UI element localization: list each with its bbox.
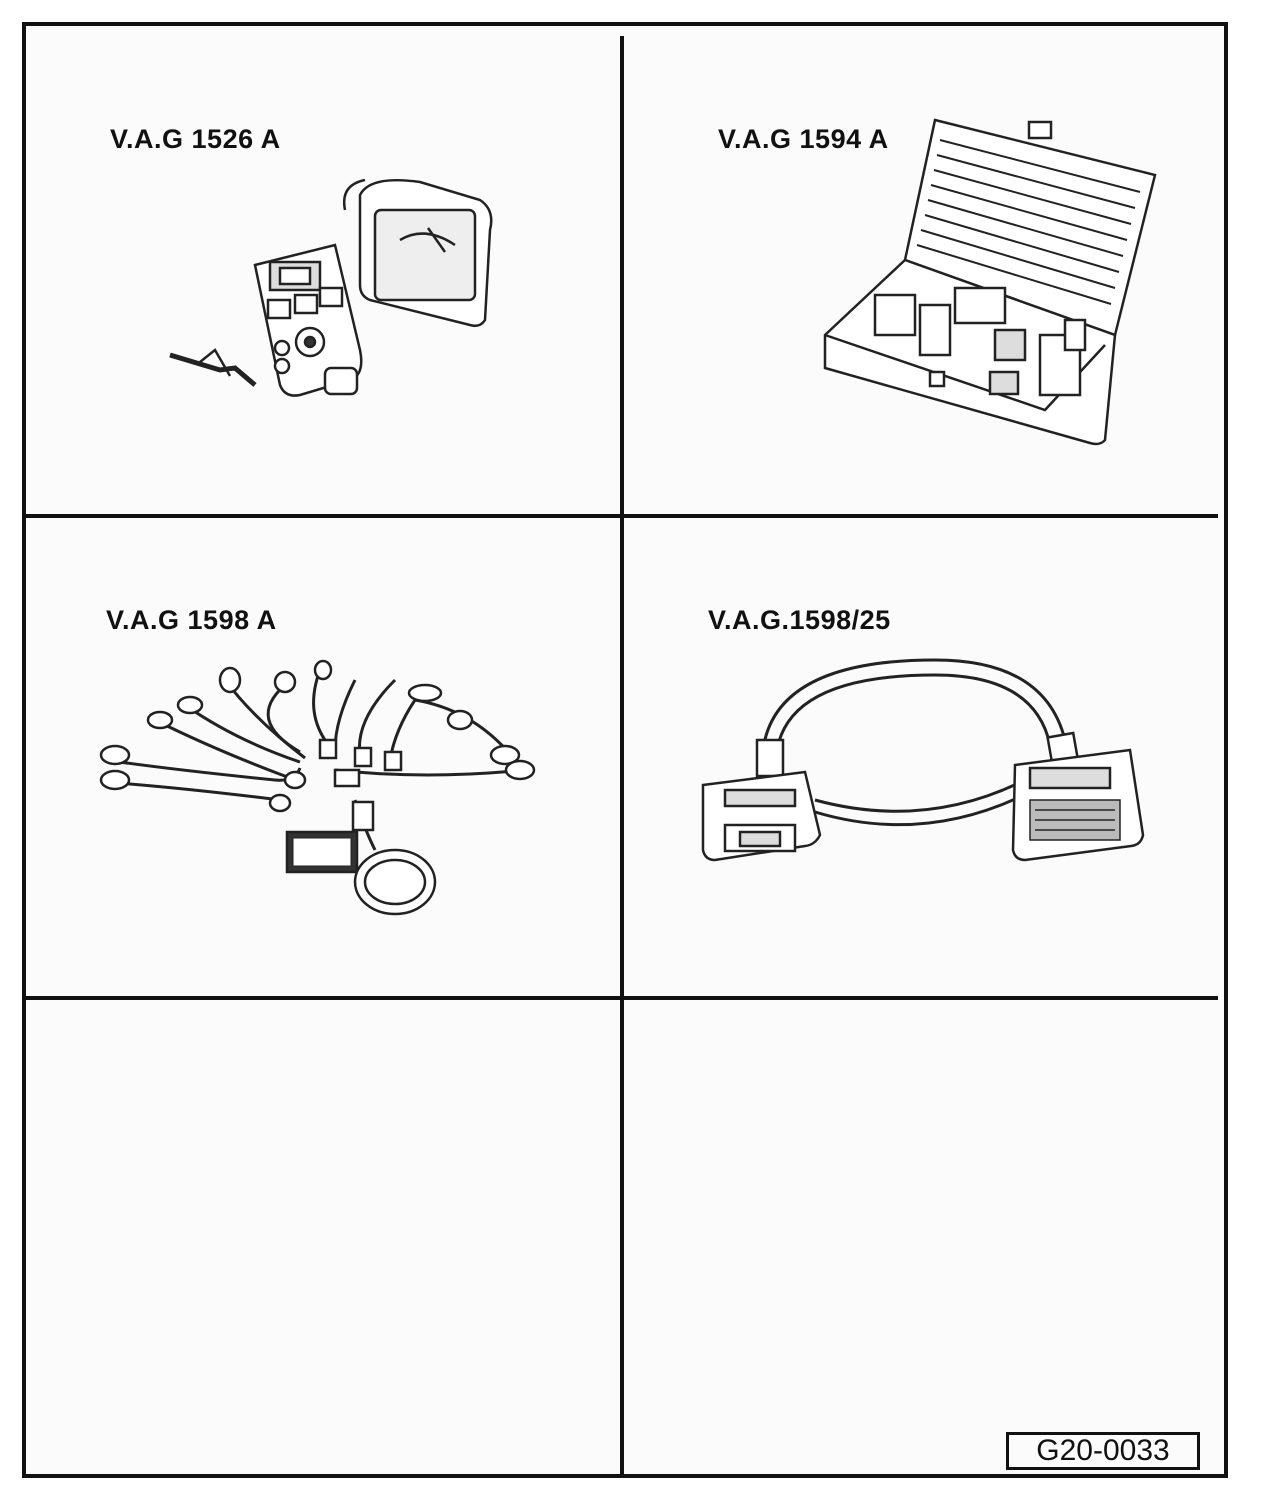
tool-label-vag-1594a: V.A.G 1594 A — [718, 124, 889, 154]
horizontal-divider-top — [22, 514, 1218, 518]
adapter-case-icon — [815, 110, 1155, 450]
tool-label-vag-1598a: V.A.G 1598 A — [106, 605, 277, 635]
figure-reference-box: G20-0033 — [1006, 1432, 1200, 1470]
connector-cable-icon — [695, 650, 1165, 890]
tool-label-vag-1598-25: V.A.G.1598/25 — [708, 605, 891, 635]
vertical-divider — [620, 36, 624, 1476]
multimeter-icon — [160, 170, 500, 420]
horizontal-divider-bottom — [22, 996, 1218, 1000]
test-leads-icon — [95, 660, 545, 930]
tool-label-vag-1526a: V.A.G 1526 A — [110, 124, 281, 154]
